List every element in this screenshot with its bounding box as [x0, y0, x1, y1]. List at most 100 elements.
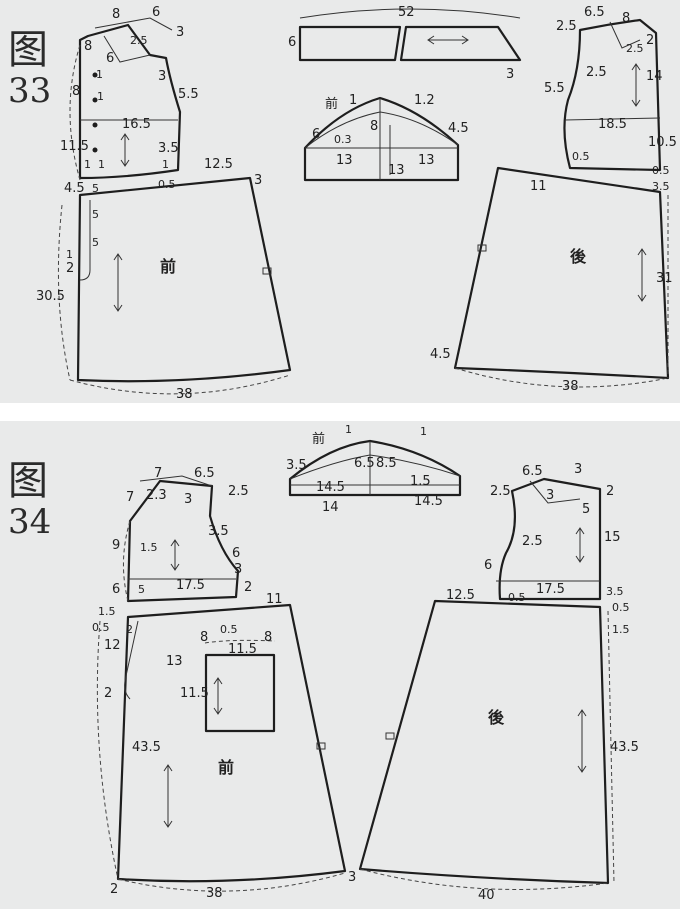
meas: 2: [66, 261, 74, 276]
meas: 12.5: [446, 588, 475, 603]
meas: 0.5: [612, 601, 630, 614]
meas: 38: [206, 886, 223, 901]
meas: 9: [112, 538, 120, 553]
meas: 8: [370, 119, 378, 134]
back-bodice-33: [563, 18, 662, 172]
meas: 0.5: [158, 178, 176, 191]
figure-34-drawing: 前 後 前 1 1 3.5 6.5 8.5 14.5 1.5 14 14.5 7…: [92, 423, 639, 903]
meas: 2.5: [130, 34, 148, 47]
meas: 5: [92, 182, 99, 195]
meas: 5.5: [544, 81, 565, 96]
front-measurements-34: 7 6.5 7 2.3 3 2.5 9 1.5 3.5 6 6 5 17.5 3…: [92, 466, 356, 901]
meas: 15: [604, 530, 621, 545]
meas: 11.5: [228, 642, 257, 657]
meas: 14: [322, 500, 339, 515]
meas: 11.5: [60, 139, 89, 154]
meas: 2: [104, 686, 112, 701]
meas: 13: [336, 153, 353, 168]
meas: 5: [582, 502, 590, 517]
meas: 17.5: [176, 578, 205, 593]
meas: 2: [646, 33, 654, 48]
meas: 4.5: [64, 181, 85, 196]
meas: 5.5: [178, 87, 199, 102]
meas: 1: [84, 158, 91, 171]
meas: 3: [348, 870, 356, 885]
meas: 14.5: [316, 480, 345, 495]
meas: 0.5: [652, 164, 670, 177]
sleeve-34: [288, 439, 462, 497]
figure-33-panel: 图 33: [0, 0, 680, 403]
meas: 7: [126, 490, 134, 505]
meas: 6: [312, 127, 320, 142]
meas: 1: [349, 93, 357, 108]
meas: 1.5: [410, 474, 431, 489]
meas: 5: [92, 208, 99, 221]
meas: 11.5: [180, 686, 209, 701]
meas: 6.5: [354, 456, 375, 471]
meas: 3: [234, 562, 242, 577]
meas: 1: [98, 158, 105, 171]
figure-34-title-char: 图: [8, 458, 48, 504]
meas: 14.5: [414, 494, 443, 509]
meas: 40: [478, 888, 495, 903]
meas: 1: [345, 423, 352, 436]
meas: 0.3: [334, 133, 352, 146]
meas: 0.5: [220, 623, 238, 636]
back-measurements-33: 2.5 6.5 8 2 2.5 14 2.5 5.5 18.5 10.5 0.5…: [430, 5, 677, 394]
front-bodice-34: [123, 475, 240, 603]
meas: 14: [646, 69, 663, 84]
figure-33-drawing: 前 後 8 6 3 2.5 8 6 1 8 1 3 5.5 16.5 11.5 …: [36, 5, 677, 402]
meas: 52: [398, 5, 415, 20]
meas: 3: [176, 25, 184, 40]
meas: 1: [420, 425, 427, 438]
meas: 6.5: [522, 464, 543, 479]
meas: 2.5: [626, 42, 644, 55]
sleeve-measurements-34: 前 1 1 3.5 6.5 8.5 14.5 1.5 14 14.5: [286, 423, 443, 515]
back-skirt-33: [453, 166, 670, 388]
meas: 3.5: [208, 524, 229, 539]
meas: 10.5: [648, 135, 677, 150]
meas: 43.5: [610, 740, 639, 755]
meas: 38: [562, 379, 579, 394]
meas: 4.5: [430, 347, 451, 362]
figure-34-title: 图 34: [8, 461, 51, 539]
sleeve-front-label: 前: [325, 96, 338, 112]
meas: 3.5: [606, 585, 624, 598]
meas: 3: [254, 173, 262, 188]
meas: 3: [546, 488, 554, 503]
meas: 2: [244, 580, 252, 595]
meas: 1.5: [612, 623, 630, 636]
meas: 1: [66, 248, 73, 261]
collar-33: [298, 8, 522, 62]
meas: 6: [484, 558, 492, 573]
meas: 12: [104, 638, 121, 653]
meas: 5: [92, 236, 99, 249]
meas: 2.5: [228, 484, 249, 499]
back-piece-label-34: 後: [488, 708, 505, 727]
meas: 11: [266, 592, 283, 607]
meas: 3: [158, 69, 166, 84]
meas: 0.5: [92, 621, 110, 634]
meas: 2.5: [586, 65, 607, 80]
meas: 8: [72, 84, 80, 99]
meas: 5: [138, 583, 145, 596]
collar-measurements-33: 52 6 3: [288, 5, 514, 82]
meas: 2: [606, 484, 614, 499]
meas: 1.5: [140, 541, 158, 554]
meas: 2.3: [146, 488, 167, 503]
figure-33-title-number: 33: [8, 71, 52, 111]
meas: 6: [232, 546, 240, 561]
front-skirt-34: [96, 603, 347, 892]
meas: 2.5: [522, 534, 543, 549]
meas: 3.5: [158, 141, 179, 156]
meas: 6: [106, 51, 114, 66]
front-piece-label-34: 前: [218, 758, 234, 777]
meas: 8: [112, 7, 120, 22]
front-measurements-33: 8 6 3 2.5 8 6 1 8 1 3 5.5 16.5 11.5 1 1 …: [36, 5, 262, 402]
meas: 0.5: [572, 150, 590, 163]
meas: 1.5: [98, 605, 116, 618]
meas: 8.5: [376, 456, 397, 471]
meas: 1.2: [414, 93, 435, 108]
meas: 13: [418, 153, 435, 168]
meas: 3.5: [286, 458, 307, 473]
